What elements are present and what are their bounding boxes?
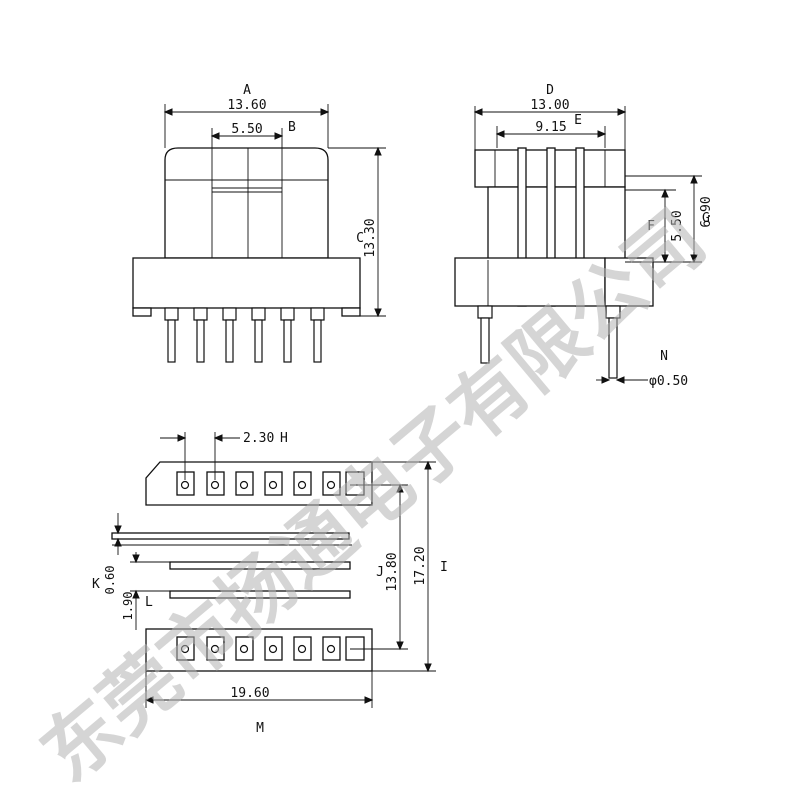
dim-B: 5.50 [231,122,262,137]
dim-N: φ0.50 [649,374,688,389]
bottom-pins-bottom-row [176,636,365,661]
dim-C: 13.30 [363,218,378,257]
label-F: F [647,219,655,234]
side-view: D 13.00 9.15 E 5.50 F 6.90 G N φ0.50 [454,83,714,389]
dim-K: 0.60 [103,566,117,595]
bottom-view: 2.30 H 17.20 I 13.80 J 0.60 K 1.90 L [92,431,448,736]
label-K: K [92,577,100,592]
dim-I: 17.20 [413,546,428,585]
label-G: G [702,211,710,226]
dim-G: 6.90 [699,196,714,227]
label-M: M [256,721,264,736]
label-H: H [280,431,288,446]
dim-F: 5.50 [670,210,685,241]
dim-D: 13.00 [530,98,569,113]
label-C: C [356,231,364,246]
dim-E: 9.15 [535,120,566,135]
label-L: L [145,595,153,610]
dim-M: 19.60 [230,686,269,701]
dim-L: 1.90 [121,592,135,621]
front-pins [164,307,325,363]
label-I: I [440,560,448,575]
front-view: A 13.60 5.50 B 13.30 C [132,83,386,363]
dim-A: 13.60 [227,98,266,113]
label-B: B [288,120,296,135]
label-E: E [574,113,582,128]
label-D: D [546,83,554,98]
bottom-pins-top-row [176,471,365,496]
label-J: J [376,565,384,580]
label-A: A [243,83,251,98]
label-N: N [660,349,668,364]
dim-H: 2.30 [243,431,274,446]
dim-J: 13.80 [385,552,400,591]
watermark-text: 东莞市扬通电子有限公司 [24,193,722,799]
